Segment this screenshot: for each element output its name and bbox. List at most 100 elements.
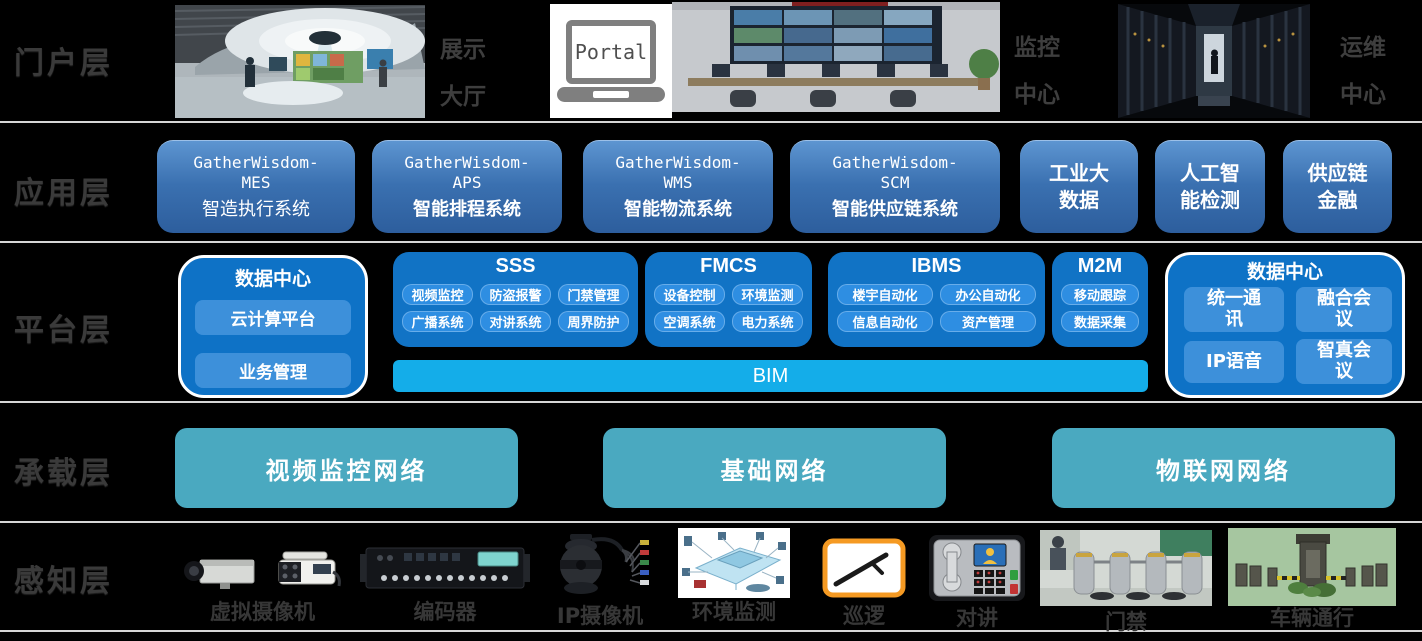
business-management-item: 业务管理: [195, 353, 351, 388]
device-caption-intercom: 对讲: [956, 606, 998, 630]
device-caption-ip-camera: IP摄像机: [556, 604, 644, 628]
row-divider: [0, 401, 1422, 403]
label-line: 金融: [1317, 188, 1358, 212]
video-surveillance-network: 视频监控网络: [175, 428, 518, 508]
ibms-item: 资产管理: [940, 311, 1036, 332]
label-line: 工业大: [1049, 161, 1109, 185]
fmcs-item: 环境监测: [732, 284, 803, 305]
m2m-title: M2M: [1077, 255, 1123, 277]
device-caption-virtual-camera: 虚拟摄像机: [210, 600, 315, 624]
app-system-mes: GatherWisdom- MES 智造执行系统: [157, 140, 355, 233]
system-name-zh: 智能排程系统: [413, 199, 521, 220]
telepresence-item: 智真会议: [1296, 339, 1392, 384]
ibms-item: 楼宇自动化: [837, 284, 933, 305]
caption-line: 运维: [1340, 35, 1386, 61]
system-name-zh: 智能物流系统: [624, 199, 732, 220]
system-name-zh: 智造执行系统: [202, 199, 310, 220]
box-camera-image: [180, 552, 258, 592]
exhibition-hall-image: [175, 5, 425, 118]
caption-line: 监控: [1014, 35, 1060, 61]
caption-line: 中心: [1014, 82, 1060, 108]
ibms-item: 信息自动化: [837, 311, 933, 332]
cloud-platform-item: 云计算平台: [195, 300, 351, 335]
label-line: 供应链: [1307, 161, 1368, 185]
caption-line: 展示: [440, 37, 486, 63]
app-system-aps: GatherWisdom- APS 智能排程系统: [372, 140, 562, 233]
m2m-item: 数据采集: [1061, 311, 1139, 332]
app-industrial-bigdata: 工业大 数据: [1020, 140, 1138, 233]
device-caption-access-control: 门禁: [1105, 610, 1147, 634]
right-datacenter-block: 数据中心 统一通讯 融合会议 IP语音 智真会议: [1165, 252, 1405, 398]
laptop-base: [557, 87, 665, 102]
system-name-en: GatherWisdom-: [404, 153, 530, 172]
monitoring-center-image: [672, 2, 1000, 112]
layer-label-portal: 门户层: [14, 46, 113, 81]
system-name-zh: 智能供应链系统: [832, 199, 958, 220]
sss-title: SSS: [495, 255, 536, 277]
row-divider: [0, 121, 1422, 123]
system-name-en: GatherWisdom-: [615, 153, 741, 172]
fmcs-item: 设备控制: [654, 284, 725, 305]
ibms-block: IBMS 楼宇自动化 办公自动化 信息自动化 资产管理: [828, 252, 1045, 347]
sss-item: 视频监控: [402, 284, 473, 305]
sss-item: 广播系统: [402, 311, 473, 332]
layer-label-platform: 平台层: [14, 313, 113, 348]
system-code: WMS: [663, 173, 693, 192]
row-divider: [0, 521, 1422, 523]
portal-label: Portal: [574, 40, 648, 64]
patrol-image: [822, 538, 906, 598]
caption-line: 中心: [1340, 82, 1386, 108]
fmcs-item: 电力系统: [732, 311, 803, 332]
app-ai-detection: 人工智 能检测: [1155, 140, 1265, 233]
layer-label-bearer: 承载层: [14, 456, 113, 491]
converged-conference-item: 融合会议: [1296, 287, 1392, 332]
row-divider: [0, 241, 1422, 243]
ibms-item: 办公自动化: [940, 284, 1036, 305]
server-room-image: [1118, 4, 1310, 118]
access-gate-image: [1040, 530, 1212, 606]
label-line: 数据: [1059, 188, 1099, 212]
bullet-camera-image: [273, 548, 345, 594]
monitoring-center-caption: 监控 中心: [1014, 28, 1060, 109]
sss-block: SSS 视频监控 防盗报警 门禁管理 广播系统 对讲系统 周界防护: [393, 252, 638, 347]
label-line: 能检测: [1180, 188, 1240, 212]
sss-item: 门禁管理: [558, 284, 629, 305]
ip-voice-item: IP语音: [1184, 341, 1284, 383]
basic-network: 基础网络: [603, 428, 946, 508]
caption-line: 大厅: [440, 84, 486, 110]
vehicle-gate-image: [1228, 528, 1396, 606]
sss-item: 周界防护: [558, 311, 629, 332]
exhibition-hall-caption: 展示 大厅: [440, 30, 486, 111]
layer-label-application: 应用层: [14, 176, 113, 211]
device-caption-encoder: 编码器: [413, 600, 477, 624]
ibms-title: IBMS: [911, 255, 962, 277]
system-name-en: GatherWisdom-: [832, 153, 958, 172]
sss-item: 对讲系统: [480, 311, 551, 332]
layer-label-perception: 感知层: [14, 564, 113, 599]
fmcs-block: FMCS 设备控制 环境监测 空调系统 电力系统: [645, 252, 812, 347]
left-datacenter-block: 数据中心 云计算平台 业务管理: [178, 255, 368, 398]
device-caption-vehicle-pass: 车辆通行: [1270, 606, 1354, 630]
iot-network: 物联网网络: [1052, 428, 1395, 508]
app-supplychain-finance: 供应链 金融: [1283, 140, 1392, 233]
unified-comm-item: 统一通讯: [1184, 287, 1284, 332]
fmcs-item: 空调系统: [654, 311, 725, 332]
bim-bar: BIM: [393, 360, 1148, 392]
fmcs-title: FMCS: [700, 255, 757, 277]
intercom-image: [928, 534, 1026, 602]
datacenter-title: 数据中心: [1246, 261, 1323, 283]
environment-monitoring-image: [678, 528, 790, 598]
row-divider: [0, 630, 1422, 632]
ops-center-caption: 运维 中心: [1340, 28, 1386, 109]
system-code: MES: [241, 173, 271, 192]
laptop-icon: Portal: [566, 20, 656, 84]
m2m-item: 移动跟踪: [1061, 284, 1139, 305]
system-code: APS: [452, 173, 482, 192]
encoder-image: [360, 544, 530, 592]
system-name-en: GatherWisdom-: [193, 153, 319, 172]
device-caption-env-monitoring: 环境监测: [692, 600, 776, 624]
app-system-wms: GatherWisdom- WMS 智能物流系统: [583, 140, 773, 233]
sss-item: 防盗报警: [480, 284, 551, 305]
portal-icon: Portal: [550, 4, 672, 118]
